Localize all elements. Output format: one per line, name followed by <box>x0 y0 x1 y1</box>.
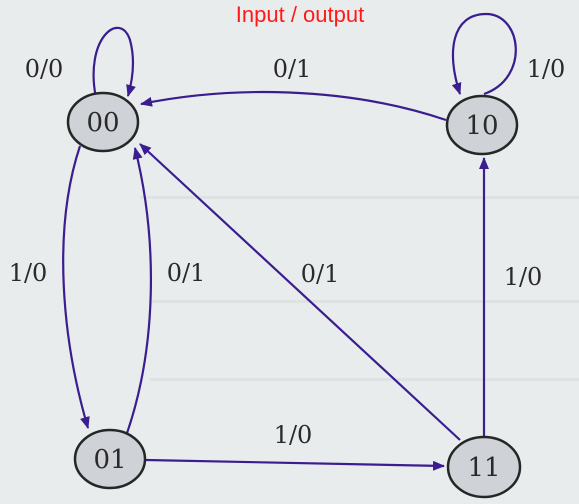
edge-01-11 <box>145 458 445 471</box>
state-node-10: 10 <box>445 94 519 156</box>
edge-00-00 <box>92 26 136 99</box>
state-label-01: 01 <box>93 445 126 475</box>
state-node-01: 01 <box>73 428 147 490</box>
label-11-00: 0/1 <box>301 260 340 288</box>
diagram-title: Input / output <box>235 2 365 27</box>
label-01-11: 1/0 <box>274 421 313 449</box>
state-node-11: 11 <box>446 435 522 499</box>
transition-labels: 0/0 1/0 0/1 1/0 0/1 0/1 1/0 1/0 <box>9 55 566 449</box>
edge-10-10 <box>451 12 517 96</box>
edge-00-01 <box>62 145 90 429</box>
label-11-10: 1/0 <box>504 263 543 291</box>
label-00-00: 0/0 <box>25 55 64 83</box>
state-label-11: 11 <box>467 453 500 483</box>
state-node-00: 00 <box>66 91 140 153</box>
label-10-00: 0/1 <box>273 55 312 83</box>
background-bleed-through <box>140 196 579 381</box>
label-10-10: 1/0 <box>527 55 566 83</box>
label-01-00: 0/1 <box>167 259 206 287</box>
label-00-01: 1/0 <box>9 259 48 287</box>
edge-11-00 <box>139 143 461 441</box>
state-label-00: 00 <box>86 108 119 138</box>
state-label-10: 10 <box>465 111 498 141</box>
edge-10-00 <box>140 90 447 122</box>
transition-edges <box>62 12 517 471</box>
edge-01-00 <box>124 147 153 437</box>
